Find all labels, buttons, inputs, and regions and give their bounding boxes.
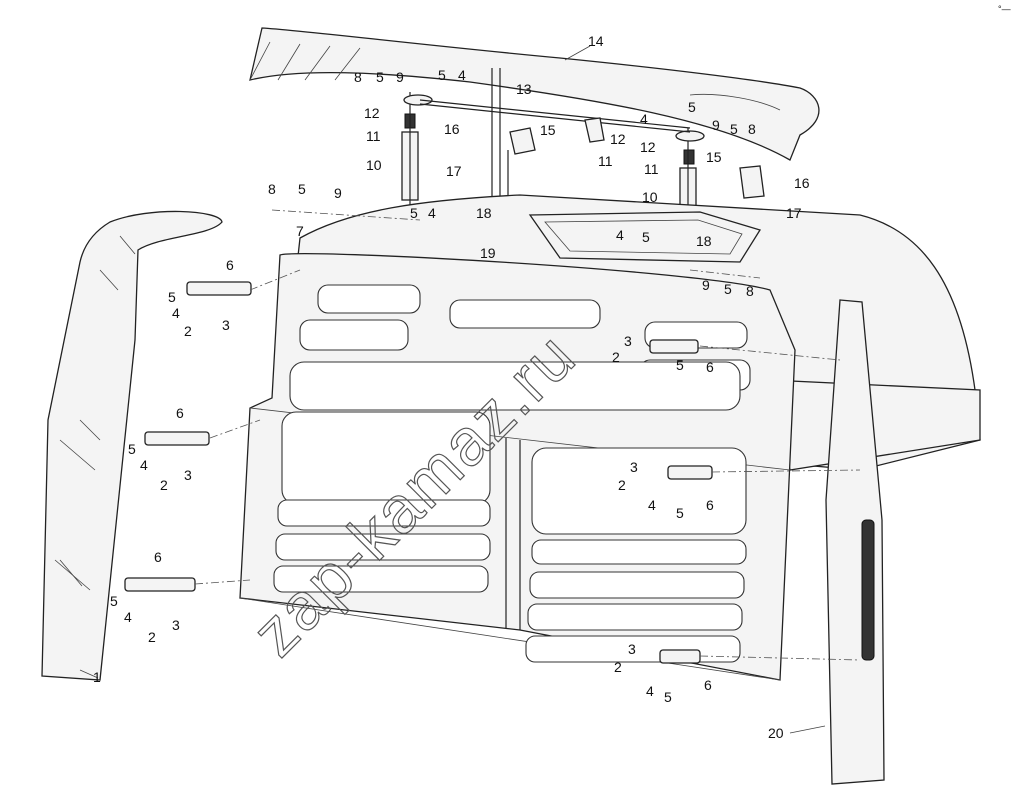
callout-10-r: 10 — [642, 189, 658, 205]
callout-16-l: 16 — [444, 121, 460, 137]
callout-11-c: 11 — [598, 153, 613, 169]
corner-mark: °— — [998, 4, 1011, 14]
callout-2-d: 2 — [612, 349, 620, 365]
callout-4-e: 4 — [648, 497, 656, 513]
callout-5-rr: 5 — [730, 121, 738, 137]
callout-9-mr: 9 — [702, 277, 710, 293]
callout-5-f: 5 — [664, 689, 672, 705]
callout-5-t: 5 — [438, 67, 446, 83]
callout-12-c: 12 — [610, 131, 626, 147]
right-side-trim-part — [825, 299, 885, 785]
callout-6-a: 6 — [226, 257, 234, 273]
callout-19: 19 — [480, 245, 496, 261]
callout-13: 13 — [516, 81, 532, 97]
callout-11-r: 11 — [644, 161, 659, 177]
cab-body-part — [239, 194, 981, 681]
callout-3-a: 3 — [222, 317, 230, 333]
brackets-part — [124, 281, 713, 664]
callout-2-b: 2 — [160, 477, 168, 493]
callout-5-d: 5 — [676, 357, 684, 373]
callout-1: 1 — [93, 669, 101, 685]
callout-12-r: 12 — [640, 139, 656, 155]
callout-7: 7 — [296, 223, 304, 239]
callout-6-e: 6 — [706, 497, 714, 513]
callout-5-mrr: 5 — [724, 281, 732, 297]
callout-15-r: 15 — [706, 149, 722, 165]
callout-17-l: 17 — [446, 163, 462, 179]
callout-6-c: 6 — [154, 549, 162, 565]
callout-8-r: 8 — [748, 121, 756, 137]
callout-9-ml: 9 — [334, 185, 342, 201]
callout-6-b: 6 — [176, 405, 184, 421]
cross-bar-part — [419, 99, 765, 232]
callout-8-tl: 8 — [354, 69, 362, 85]
callout-2-a: 2 — [184, 323, 192, 339]
callout-9-r: 9 — [712, 117, 720, 133]
callout-5-r: 5 — [688, 99, 696, 115]
left-side-trim-part — [41, 210, 223, 681]
callout-5-b: 5 — [128, 441, 136, 457]
callout-4-c: 4 — [124, 609, 132, 625]
callout-5-m: 5 — [410, 205, 418, 221]
callout-9-tl: 9 — [396, 69, 404, 85]
callout-8-mr: 8 — [746, 283, 754, 299]
callout-5-a: 5 — [168, 289, 176, 305]
callout-5-c: 5 — [110, 593, 118, 609]
callout-4-mr: 4 — [616, 227, 624, 243]
callout-14: 14 — [588, 33, 604, 49]
callout-4-f: 4 — [646, 683, 654, 699]
callout-labels: 1 20 14 13 19 7 8 5 9 5 4 12 11 10 16 17… — [79, 33, 826, 741]
callout-3-d: 3 — [624, 333, 632, 349]
callout-11-l: 11 — [366, 128, 381, 144]
callout-3-f: 3 — [628, 641, 636, 657]
callout-4-a: 4 — [172, 305, 180, 321]
callout-5-tl: 5 — [376, 69, 384, 85]
callout-4-b: 4 — [140, 457, 148, 473]
callout-2-c: 2 — [148, 629, 156, 645]
callout-17-r: 17 — [786, 205, 802, 221]
callout-8-ml: 8 — [268, 181, 276, 197]
callout-3-b: 3 — [184, 467, 192, 483]
callout-15-l: 15 — [540, 122, 556, 138]
callout-4-t: 4 — [458, 67, 466, 83]
assembly-lines — [194, 209, 861, 661]
callout-16-r: 16 — [794, 175, 810, 191]
callout-5-mr: 5 — [642, 229, 650, 245]
callout-20: 20 — [768, 725, 784, 741]
callout-3-e: 3 — [630, 459, 638, 475]
callout-4-r: 4 — [640, 111, 648, 127]
callout-5-ml: 5 — [298, 181, 306, 197]
callout-10-l: 10 — [366, 157, 382, 173]
callout-18-mr: 18 — [696, 233, 712, 249]
callout-5-e: 5 — [676, 505, 684, 521]
callout-2-f: 2 — [614, 659, 622, 675]
callout-6-f: 6 — [704, 677, 712, 693]
callout-6-d: 6 — [706, 359, 714, 375]
callout-2-e: 2 — [618, 477, 626, 493]
callout-12-l: 12 — [364, 105, 380, 121]
callout-18-m: 18 — [476, 205, 492, 221]
callout-3-c: 3 — [172, 617, 180, 633]
callout-4-m: 4 — [428, 205, 436, 221]
